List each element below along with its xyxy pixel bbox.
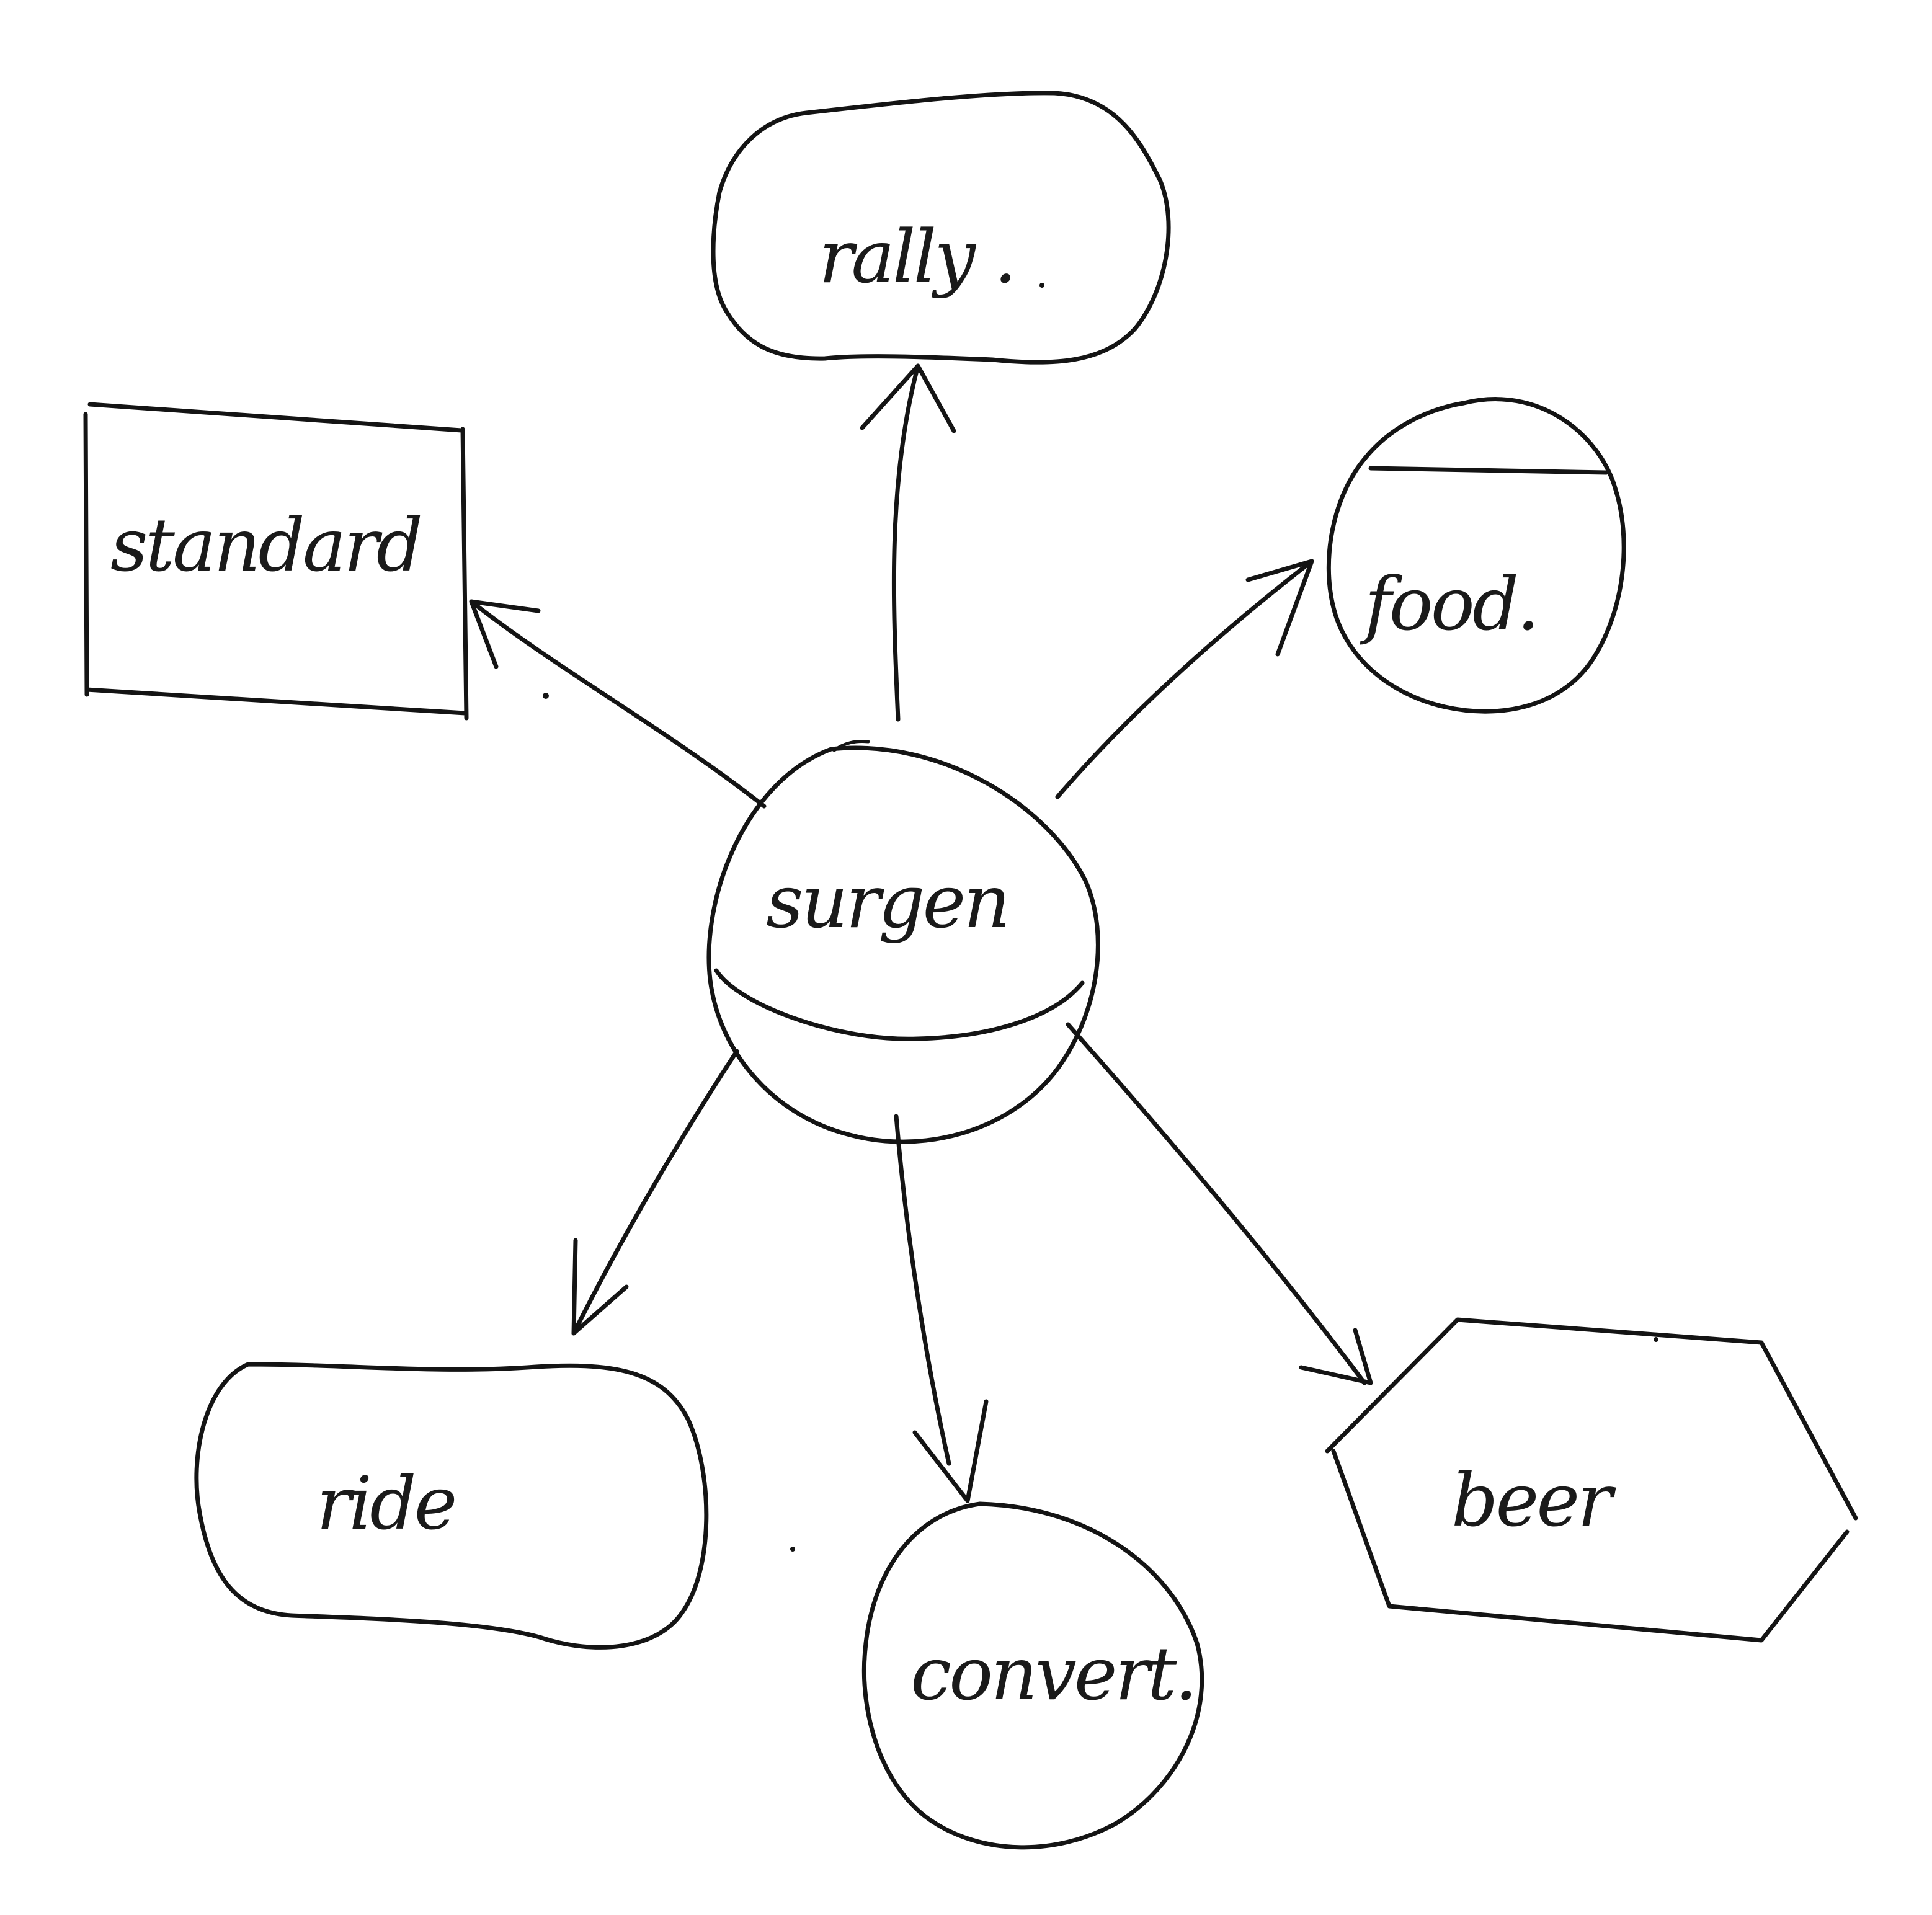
edge-surgen-food — [1055, 559, 1314, 799]
node-convert-shape — [861, 1501, 1204, 1850]
node-food-shape — [1326, 397, 1626, 714]
edge-surgen-convert — [894, 1114, 989, 1503]
edge-surgen-rally — [860, 363, 956, 722]
edge-surgen-food-line — [1055, 559, 1314, 799]
node-surgen-shape — [706, 745, 1100, 1144]
node-ride-label: ride — [316, 1460, 455, 1546]
node-beer-label: beer — [1451, 1457, 1616, 1543]
edge-surgen-standard — [469, 599, 767, 809]
stray-mark — [1039, 283, 1044, 288]
node-beer-shape — [1325, 1317, 1858, 1643]
node-beer: beer — [1325, 1317, 1858, 1643]
edge-surgen-food-arrowhead — [1245, 559, 1314, 657]
edge-surgen-ride-line — [571, 1049, 739, 1336]
edge-surgen-beer-arrowhead — [1299, 1328, 1373, 1385]
node-food-chord — [1368, 466, 1609, 475]
edge-surgen-beer — [1066, 1022, 1373, 1385]
node-convert: convert. — [861, 1501, 1204, 1850]
edge-surgen-convert-arrowhead — [912, 1399, 989, 1503]
node-convert-label: convert. — [910, 1631, 1195, 1717]
stray-mark — [790, 1547, 795, 1552]
node-surgen-tick — [832, 740, 870, 752]
edge-surgen-standard-arrowhead — [469, 599, 541, 669]
edge-surgen-beer-line — [1066, 1022, 1367, 1385]
node-rally-label: rally . — [819, 214, 1015, 300]
edge-surgen-ride — [571, 1049, 739, 1336]
edge-surgen-rally-arrowhead — [860, 363, 956, 433]
node-food-label: food. — [1360, 561, 1538, 647]
edge-surgen-rally-line — [891, 363, 920, 722]
node-standard-label: standard — [110, 502, 421, 588]
node-standard-shape — [83, 402, 469, 721]
stray-mark — [543, 693, 549, 699]
edge-surgen-convert-line — [894, 1114, 951, 1466]
node-food: food. — [1326, 397, 1626, 714]
node-rally-shape — [711, 91, 1171, 365]
node-rally: rally . — [711, 91, 1171, 365]
node-surgen-label: surgen — [766, 859, 1008, 944]
edge-surgen-ride-arrowhead — [571, 1238, 629, 1336]
stray-mark — [1654, 1337, 1658, 1342]
node-surgen: surgen — [706, 740, 1100, 1144]
node-standard: standard — [83, 402, 469, 721]
node-surgen-chord — [714, 968, 1085, 1041]
edge-surgen-standard-line — [469, 599, 767, 809]
node-ride: ride — [194, 1362, 709, 1650]
node-ride-shape — [194, 1362, 709, 1650]
